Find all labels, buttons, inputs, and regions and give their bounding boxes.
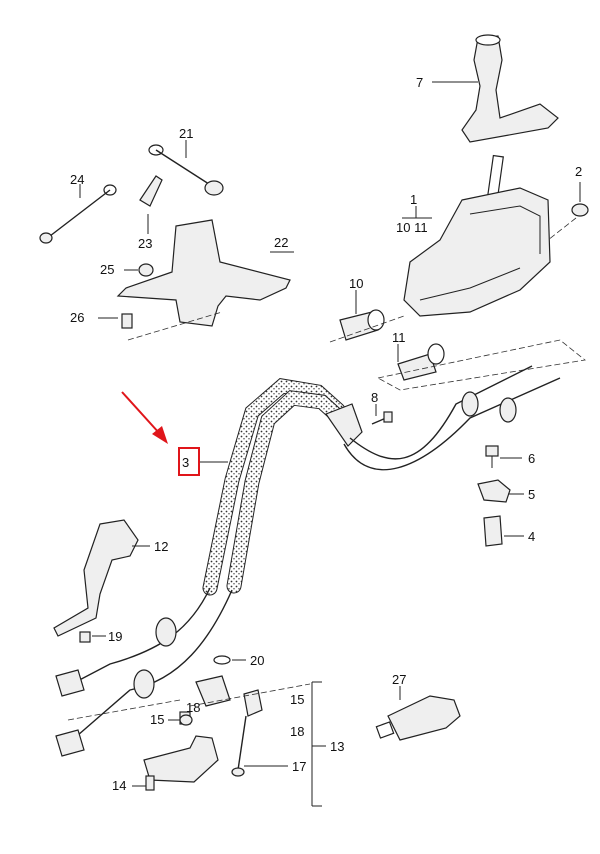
shift-housing-part: [402, 154, 551, 317]
rod-part-24: [39, 184, 117, 244]
callout-10-11: 10 11: [396, 220, 428, 235]
bracket-part-12: [53, 519, 150, 637]
callout-8: 8: [371, 390, 378, 405]
bushing-part-10: [339, 290, 385, 341]
highlight-box: [178, 447, 200, 476]
gear-knob-part: [432, 34, 559, 143]
callout-15-side: 15: [150, 712, 164, 727]
callout-5: 5: [528, 487, 535, 502]
callout-1: 1: [410, 192, 417, 207]
callout-27: 27: [392, 672, 406, 687]
bushing-part-4: [483, 515, 524, 547]
bolt-part-26: [98, 311, 223, 341]
bushing-part-11: [397, 343, 445, 381]
shift-cable-part-3: [55, 365, 561, 757]
bushing-dashed-frame: [329, 315, 586, 391]
callout-14: 14: [112, 778, 126, 793]
callout-24: 24: [70, 172, 84, 187]
nut-part-2: [547, 182, 589, 241]
callout-12: 12: [154, 539, 168, 554]
callout-10: 10: [349, 276, 363, 291]
grease-tube-part-27: [375, 686, 461, 741]
callout-18-bracket: 18: [290, 724, 304, 739]
callout-21: 21: [179, 126, 193, 141]
callout-22: 22: [274, 235, 288, 250]
callout-15-bracket: 15: [290, 692, 304, 707]
callout-6: 6: [528, 451, 535, 466]
nut-part-25: [124, 263, 154, 277]
callout-19: 19: [108, 629, 122, 644]
link-part-23: [139, 175, 163, 234]
callout-26: 26: [70, 310, 84, 325]
callout-11: 11: [392, 330, 406, 345]
selector-mechanism-part-13: [67, 675, 326, 807]
callout-2: 2: [575, 164, 582, 179]
callout-25: 25: [100, 262, 114, 277]
callout-4: 4: [528, 529, 535, 544]
callout-7: 7: [416, 75, 423, 90]
callout-3: 3: [182, 455, 189, 470]
bracket-part-22: [116, 219, 294, 327]
callout-18-side: 18: [186, 700, 200, 715]
clip-part-5: [477, 479, 524, 503]
oring-part-20: [213, 655, 246, 665]
rod-part-21: [148, 140, 224, 196]
bolt-part-6: [485, 445, 522, 468]
bolt-part-8: [371, 404, 393, 425]
highlight-arrow: [121, 391, 168, 444]
bolt-part-19: [79, 631, 106, 643]
callout-20: 20: [250, 653, 264, 668]
callout-17: 17: [292, 759, 306, 774]
callout-23: 23: [138, 236, 152, 251]
callout-13: 13: [330, 739, 344, 754]
